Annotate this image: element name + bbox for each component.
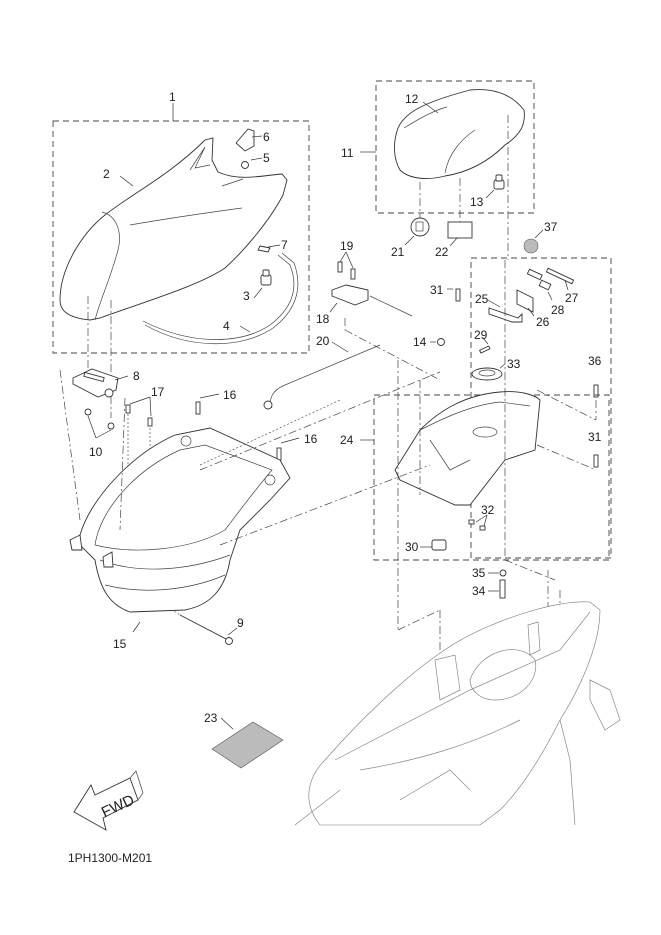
callout-37: 37 [544, 220, 558, 234]
callout-19: 19 [340, 239, 354, 253]
nut [437, 338, 445, 346]
callout-15: 15 [113, 637, 127, 651]
guide-line [219, 464, 431, 546]
seat-pin [257, 245, 271, 253]
callout-34: 34 [472, 584, 486, 598]
callout-24: 24 [340, 433, 354, 447]
seat-lock-parts [263, 251, 612, 559]
callout-1: 1 [169, 90, 176, 104]
callout-28: 28 [551, 303, 565, 317]
callout-11: 11 [341, 146, 354, 160]
callout-12: 12 [405, 92, 419, 106]
callout-18: 18 [316, 312, 330, 326]
callout-33: 33 [507, 357, 521, 371]
callout-25: 25 [475, 292, 489, 306]
connector [431, 539, 447, 551]
nut [107, 422, 115, 430]
seat-lock [331, 284, 369, 306]
luggage-box-group [360, 391, 610, 599]
callout-27: 27 [565, 291, 579, 305]
callout-31b: 31 [588, 430, 602, 444]
callout-32: 32 [481, 503, 495, 517]
guide-line [199, 371, 441, 471]
pillion-seat-boundary [375, 80, 535, 214]
seat-bracket [235, 128, 255, 152]
luggage-bin [59, 369, 341, 633]
callout-14: 14 [413, 335, 427, 349]
callout-23: 23 [204, 711, 218, 725]
nut [84, 408, 92, 416]
callout-16b: 16 [304, 432, 318, 446]
warning-label [447, 221, 473, 239]
callout-36: 36 [588, 354, 602, 368]
callout-16a: 16 [223, 388, 237, 402]
fuel-label-sticker [410, 217, 430, 237]
callout-3: 3 [243, 289, 250, 303]
callout-35: 35 [472, 566, 486, 580]
seat-lock-cable [270, 344, 381, 409]
hook-bracket [516, 289, 534, 313]
callout-8: 8 [133, 369, 140, 383]
rod [545, 267, 575, 285]
callout-5: 5 [263, 151, 270, 165]
clip [479, 525, 486, 531]
grommet [523, 238, 539, 254]
forward-direction-arrow: FWD [73, 770, 144, 831]
diagram-code: 1PH1300-M201 [68, 851, 152, 865]
hose-clamp [499, 569, 507, 577]
pillion-seat [394, 89, 525, 179]
callout-9: 9 [237, 616, 244, 630]
callout-29: 29 [474, 328, 488, 342]
callout-labels: 1 2 3 4 5 6 7 8 9 10 11 12 13 14 15 16 1… [89, 90, 602, 725]
callout-4: 4 [223, 319, 230, 333]
spring [538, 279, 552, 291]
rubber-ring [471, 367, 503, 381]
spring [526, 268, 543, 281]
callout-22: 22 [435, 245, 449, 259]
callout-20: 20 [316, 334, 330, 348]
callout-6: 6 [263, 130, 270, 144]
callout-17: 17 [151, 385, 165, 399]
luggage-box [394, 391, 541, 506]
drain-hose [499, 579, 506, 599]
callout-13: 13 [470, 195, 484, 209]
caution-label-sticker [211, 717, 284, 769]
seat-lock-hook [488, 307, 523, 323]
seat-seal [142, 254, 295, 340]
seat-nut [241, 161, 249, 169]
callout-30: 30 [405, 540, 419, 554]
callout-2: 2 [103, 167, 110, 181]
seat-damper [260, 274, 272, 286]
pillion-seat-group [360, 80, 544, 260]
callout-21: 21 [391, 245, 405, 259]
callout-31a: 31 [430, 283, 444, 297]
seat-assembly-group [52, 103, 310, 418]
clip [468, 519, 475, 525]
callout-7: 7 [281, 238, 288, 252]
seat-assembly-boundary [52, 120, 310, 354]
seat [59, 137, 288, 321]
callout-26: 26 [536, 315, 550, 329]
vehicle-frame-outline [294, 601, 621, 826]
callout-10: 10 [89, 445, 103, 459]
